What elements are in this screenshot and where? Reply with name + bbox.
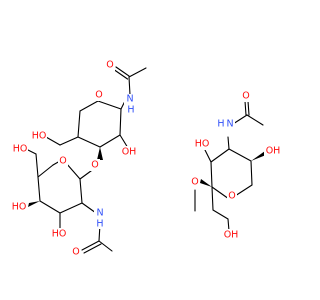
disaccharide: O N H O HO OH O O HO	[10, 59, 147, 258]
atom-O: O	[58, 155, 68, 167]
atom-OH: OH	[264, 145, 282, 157]
bond	[77, 110, 81, 138]
atom-label: O	[59, 156, 66, 167]
atom-label: O	[228, 191, 235, 202]
stereo-wedge	[200, 179, 212, 187]
bond	[250, 160, 253, 186]
bond	[119, 108, 122, 136]
atom-NH: N H	[94, 207, 106, 230]
bond	[227, 136, 230, 150]
atom-label: OH	[266, 146, 281, 157]
atom-label: HO	[13, 144, 28, 155]
atom-NH: N H	[124, 94, 136, 116]
bond	[77, 136, 101, 148]
atom-O: O	[90, 159, 100, 171]
bond	[59, 136, 79, 146]
stereo-wedge	[28, 201, 40, 207]
bond	[120, 102, 125, 110]
atom-O: O	[71, 246, 81, 258]
atom-label: H	[127, 105, 134, 116]
structure-diagram: O N H O HO OH O O HO	[10, 59, 282, 258]
atom-label: HO	[52, 229, 67, 240]
bond	[35, 153, 39, 178]
atom-label: O	[91, 160, 98, 171]
bond	[210, 161, 213, 188]
bond	[37, 164, 54, 178]
bond	[119, 134, 129, 149]
atom-label: O	[72, 247, 79, 258]
bond	[212, 209, 229, 220]
atom-label: N	[126, 94, 133, 105]
bond	[211, 186, 230, 200]
atom-O: O	[94, 89, 104, 101]
atom-label: O	[95, 90, 102, 101]
bond	[115, 66, 130, 77]
bond	[113, 69, 129, 80]
atom-label: OH	[122, 147, 137, 158]
atom-label: O	[191, 177, 198, 188]
atom-NH: H N	[217, 118, 235, 130]
bond	[37, 176, 41, 202]
atom-OH: HO	[10, 201, 27, 213]
molecule-canvas: O N H O HO OH O O HO	[10, 59, 282, 258]
atom-O: O	[190, 176, 200, 188]
atom-label: O	[106, 60, 113, 71]
bond	[234, 184, 253, 197]
bond	[99, 134, 121, 148]
atom-OH: HO	[30, 130, 47, 142]
atom-OH: OH	[120, 146, 138, 158]
bond	[246, 114, 264, 126]
bond	[232, 114, 248, 125]
stereo-wedge	[251, 151, 266, 161]
bond	[228, 148, 252, 162]
stereo-wedge	[97, 147, 103, 160]
bond	[247, 100, 250, 116]
atom-OH: HO	[11, 143, 28, 155]
bond	[244, 100, 247, 116]
atom-label: OH	[224, 230, 239, 241]
atom-label: H	[96, 219, 103, 230]
bond	[79, 178, 83, 204]
monosaccharide: O H N HO OH O O OH	[190, 90, 282, 241]
atom-label: HO	[12, 202, 27, 213]
bond	[39, 200, 61, 214]
bond	[98, 240, 113, 252]
atom-label: HO	[32, 131, 47, 142]
atom-label: H	[217, 119, 224, 130]
atom-label: N	[226, 119, 233, 130]
atom-label: N	[96, 208, 103, 219]
atom-OH: OH	[222, 229, 240, 241]
bond	[65, 162, 81, 180]
atom-OH: HO	[193, 138, 210, 150]
bond	[97, 100, 122, 110]
bond	[81, 202, 97, 214]
bond	[128, 67, 147, 78]
bond	[204, 149, 212, 163]
bond	[81, 240, 100, 251]
atom-O: O	[227, 190, 237, 202]
atom-label: O	[242, 91, 249, 102]
bond	[59, 202, 83, 214]
bond	[45, 136, 61, 146]
bond	[211, 186, 214, 211]
bond	[210, 148, 230, 163]
atom-O: O	[241, 90, 251, 102]
atom-OH: HO	[50, 228, 67, 240]
atom-O: O	[105, 59, 115, 71]
bond	[128, 76, 131, 96]
bond	[79, 100, 99, 112]
atom-label: HO	[195, 139, 210, 150]
bond	[83, 243, 102, 254]
